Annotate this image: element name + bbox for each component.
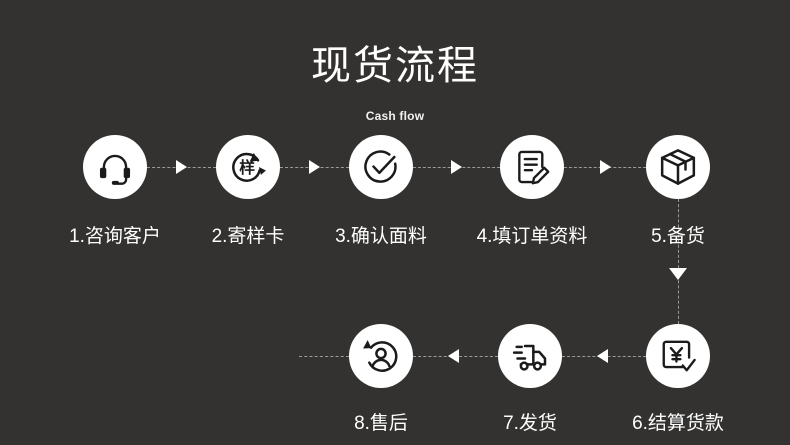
step-label-8: 8.售后: [354, 413, 408, 434]
package-box-icon: [658, 147, 698, 187]
arrow-right-icon-2: [309, 160, 320, 174]
step-node-2[interactable]: 样: [216, 135, 280, 199]
step-icon-disc-1: [83, 135, 147, 199]
step-node-8[interactable]: [349, 324, 413, 388]
connector-5-6: [678, 199, 679, 324]
check-circle-icon: [361, 147, 401, 187]
document-pencil-icon: [513, 148, 551, 186]
page-subtitle: Cash flow: [365, 109, 425, 123]
step-icon-disc-5: [646, 135, 710, 199]
step-icon-disc-8: [349, 324, 413, 388]
step-node-3[interactable]: [349, 135, 413, 199]
step-node-7[interactable]: [498, 324, 562, 388]
arrow-right-icon-3: [451, 160, 462, 174]
delivery-truck-icon: [510, 336, 550, 376]
after-sales-person-icon: [361, 336, 401, 376]
step-label-5: 5.备货: [651, 226, 705, 247]
arrow-right-icon-1: [176, 160, 187, 174]
connector-8-tail: [299, 356, 349, 357]
arrow-down-icon-1: [669, 268, 687, 280]
step-icon-disc-3: [349, 135, 413, 199]
step-label-7: 7.发货: [503, 413, 557, 434]
step-label-6: 6.结算货款: [632, 413, 724, 434]
arrow-right-icon-4: [600, 160, 611, 174]
yuan-invoice-check-icon: [659, 337, 697, 375]
arrow-left-icon-1: [597, 349, 608, 363]
step-icon-disc-4: [500, 135, 564, 199]
svg-text:样: 样: [239, 158, 255, 177]
step-label-3: 3.确认面料: [335, 226, 427, 247]
step-node-6[interactable]: [646, 324, 710, 388]
step-label-2: 2.寄样卡: [211, 226, 285, 247]
headset-icon: [96, 148, 134, 186]
step-icon-disc-6: [646, 324, 710, 388]
step-node-4[interactable]: [500, 135, 564, 199]
step-icon-disc-7: [498, 324, 562, 388]
sample-card-refresh-icon: 样: [228, 147, 268, 187]
step-label-1: 1.咨询客户: [69, 226, 161, 247]
step-node-1[interactable]: [83, 135, 147, 199]
step-label-4: 4.填订单资料: [476, 226, 588, 247]
step-node-5[interactable]: [646, 135, 710, 199]
step-icon-disc-2: 样: [216, 135, 280, 199]
page-title: 现货流程: [311, 44, 479, 88]
arrow-left-icon-2: [448, 349, 459, 363]
